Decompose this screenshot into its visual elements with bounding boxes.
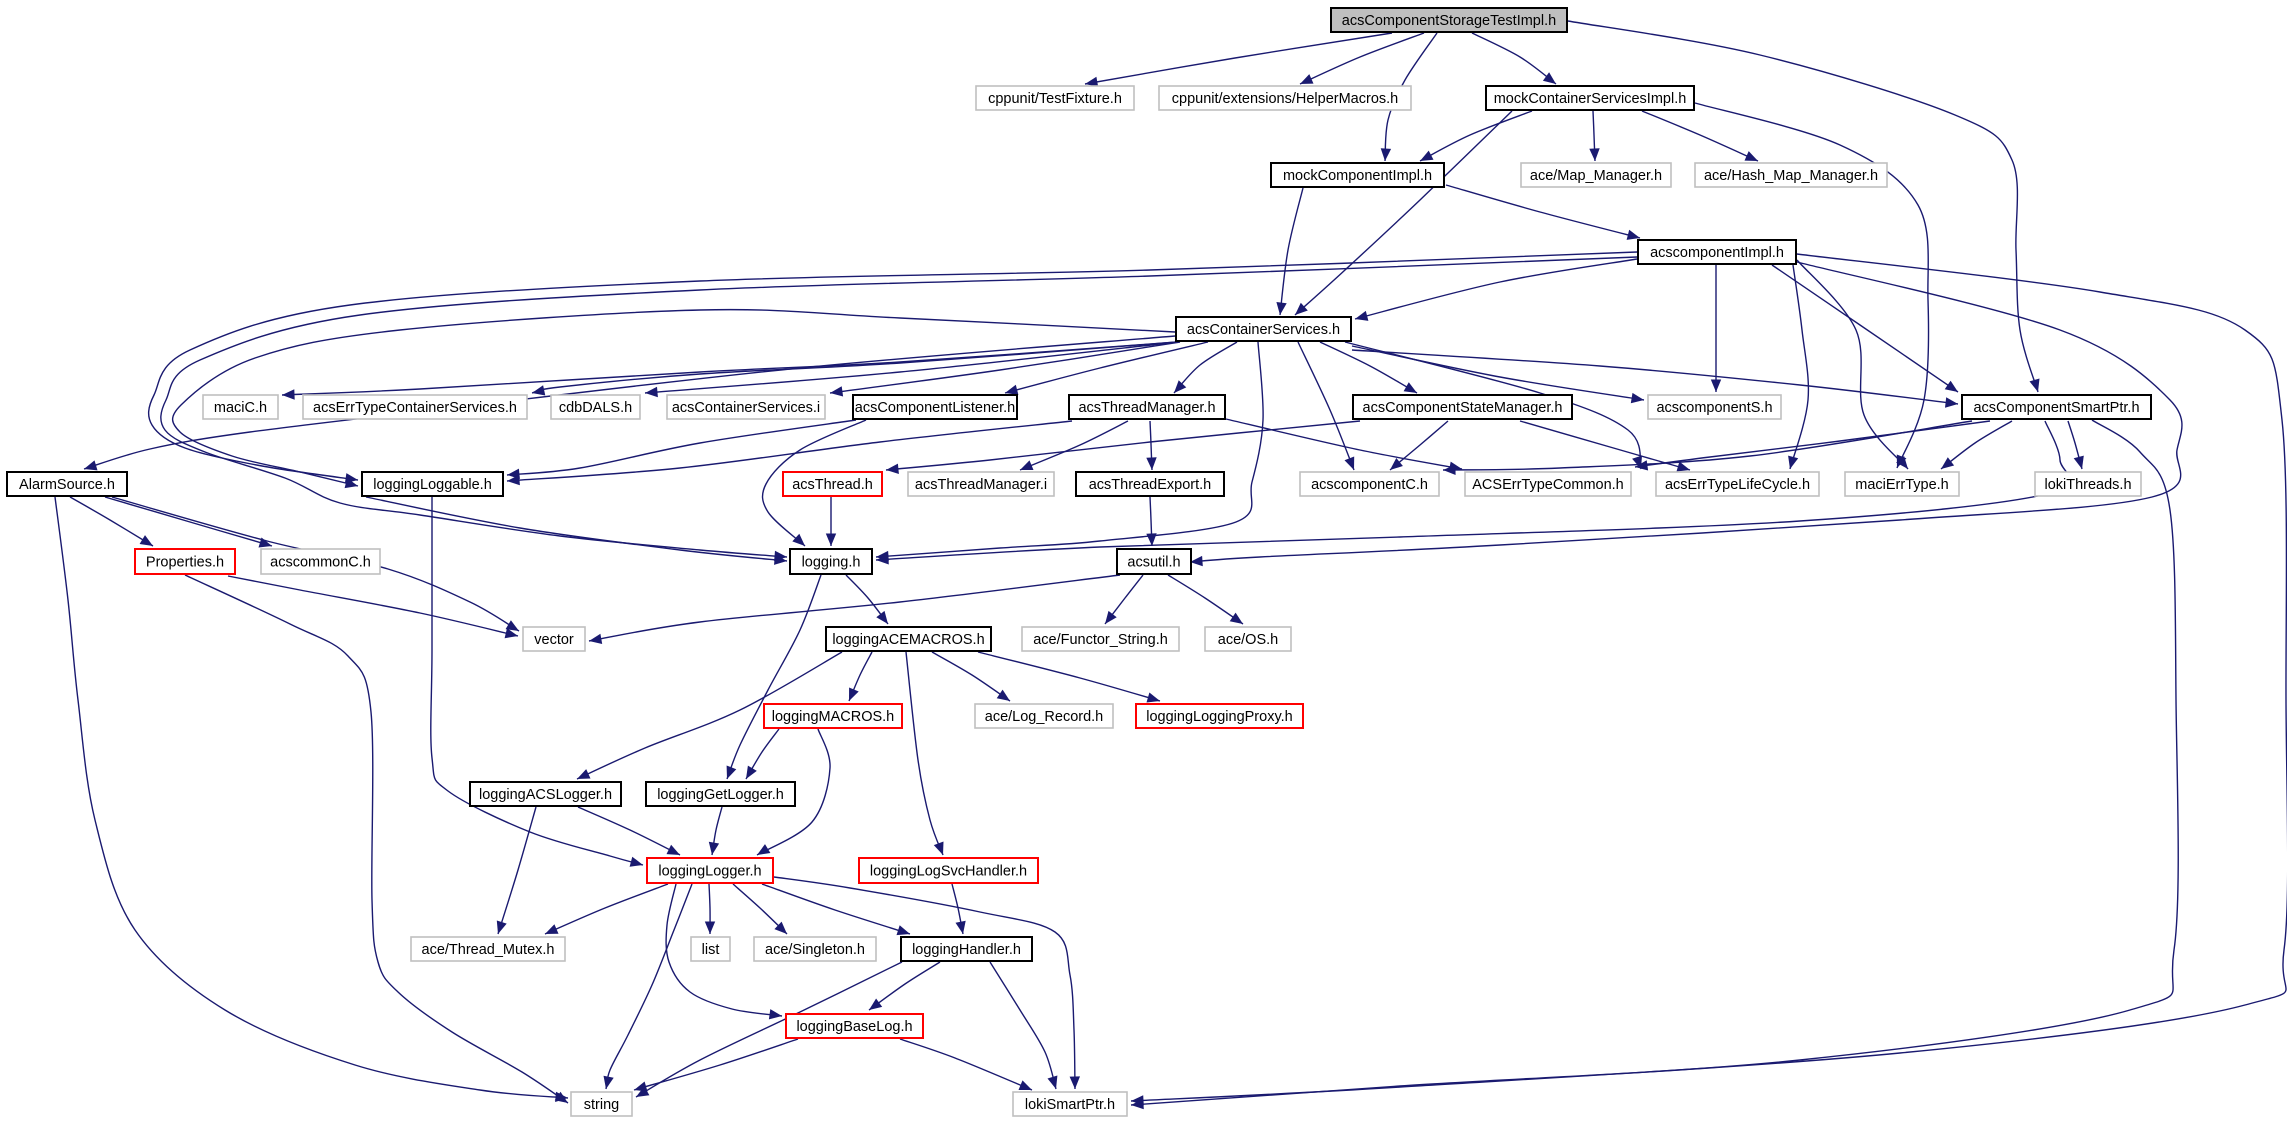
svg-text:string: string xyxy=(584,1097,619,1113)
svg-text:ace/OS.h: ace/OS.h xyxy=(1218,632,1278,648)
svg-text:loggingGetLogger.h: loggingGetLogger.h xyxy=(657,787,784,803)
svg-text:ace/Thread_Mutex.h: ace/Thread_Mutex.h xyxy=(422,942,555,958)
svg-text:maciC.h: maciC.h xyxy=(214,400,267,416)
svg-text:acsContainerServices.i: acsContainerServices.i xyxy=(672,400,820,416)
svg-text:acscomponentC.h: acscomponentC.h xyxy=(1311,477,1428,493)
svg-text:AlarmSource.h: AlarmSource.h xyxy=(19,477,115,493)
svg-text:acsContainerServices.h: acsContainerServices.h xyxy=(1187,322,1340,338)
svg-text:cdbDALS.h: cdbDALS.h xyxy=(559,400,632,416)
svg-text:loggingLogSvcHandler.h: loggingLogSvcHandler.h xyxy=(870,864,1027,880)
svg-text:logging.h: logging.h xyxy=(802,555,861,571)
svg-text:acsErrTypeLifeCycle.h: acsErrTypeLifeCycle.h xyxy=(1665,477,1810,493)
svg-text:acsutil.h: acsutil.h xyxy=(1127,555,1180,571)
svg-text:acsThreadExport.h: acsThreadExport.h xyxy=(1089,477,1212,493)
svg-text:acscomponentS.h: acscomponentS.h xyxy=(1656,400,1772,416)
svg-text:acsComponentStorageTestImpl.h: acsComponentStorageTestImpl.h xyxy=(1342,13,1556,29)
svg-text:acsComponentStateManager.h: acsComponentStateManager.h xyxy=(1363,400,1563,416)
svg-text:ace/Singleton.h: ace/Singleton.h xyxy=(765,942,865,958)
svg-text:acsThread.h: acsThread.h xyxy=(792,477,873,493)
svg-text:loggingHandler.h: loggingHandler.h xyxy=(912,942,1021,958)
svg-text:loggingLoggingProxy.h: loggingLoggingProxy.h xyxy=(1146,709,1292,725)
svg-text:mockComponentImpl.h: mockComponentImpl.h xyxy=(1283,168,1432,184)
svg-text:cppunit/extensions/HelperMacro: cppunit/extensions/HelperMacros.h xyxy=(1172,91,1398,107)
svg-text:acsThreadManager.h: acsThreadManager.h xyxy=(1078,400,1215,416)
svg-text:loggingBaseLog.h: loggingBaseLog.h xyxy=(796,1019,912,1035)
svg-text:ace/Log_Record.h: ace/Log_Record.h xyxy=(985,709,1104,725)
svg-text:maciErrType.h: maciErrType.h xyxy=(1855,477,1948,493)
svg-text:list: list xyxy=(702,942,720,958)
svg-text:cppunit/TestFixture.h: cppunit/TestFixture.h xyxy=(988,91,1122,107)
svg-text:lokiSmartPtr.h: lokiSmartPtr.h xyxy=(1025,1097,1115,1113)
svg-text:acsComponentListener.h: acsComponentListener.h xyxy=(855,400,1015,416)
svg-text:ACSErrTypeCommon.h: ACSErrTypeCommon.h xyxy=(1472,477,1624,493)
svg-text:lokiThreads.h: lokiThreads.h xyxy=(2044,477,2131,493)
svg-text:ace/Hash_Map_Manager.h: ace/Hash_Map_Manager.h xyxy=(1704,168,1878,184)
svg-text:vector: vector xyxy=(534,632,574,648)
svg-text:loggingACEMACROS.h: loggingACEMACROS.h xyxy=(832,632,984,648)
svg-text:loggingMACROS.h: loggingMACROS.h xyxy=(772,709,895,725)
svg-text:loggingLoggable.h: loggingLoggable.h xyxy=(373,477,492,493)
svg-text:ace/Map_Manager.h: ace/Map_Manager.h xyxy=(1530,168,1662,184)
svg-text:acsComponentSmartPtr.h: acsComponentSmartPtr.h xyxy=(1973,400,2139,416)
svg-text:mockContainerServicesImpl.h: mockContainerServicesImpl.h xyxy=(1494,91,1687,107)
svg-text:acsThreadManager.i: acsThreadManager.i xyxy=(915,477,1047,493)
svg-text:Properties.h: Properties.h xyxy=(146,555,224,571)
svg-text:acsErrTypeContainerServices.h: acsErrTypeContainerServices.h xyxy=(313,400,517,416)
svg-text:ace/Functor_String.h: ace/Functor_String.h xyxy=(1033,632,1168,648)
svg-text:loggingACSLogger.h: loggingACSLogger.h xyxy=(479,787,612,803)
svg-text:acscommonC.h: acscommonC.h xyxy=(270,555,371,571)
svg-text:loggingLogger.h: loggingLogger.h xyxy=(658,864,761,880)
svg-text:acscomponentImpl.h: acscomponentImpl.h xyxy=(1650,245,1784,261)
